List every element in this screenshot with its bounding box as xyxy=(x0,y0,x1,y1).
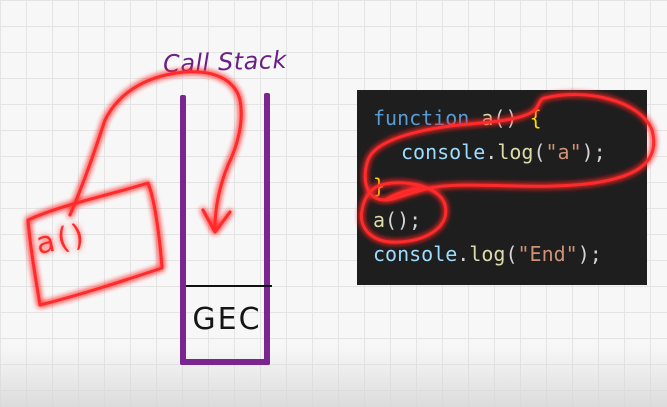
code-dot-2: . xyxy=(457,242,470,266)
code-open-paren-2: ( xyxy=(505,242,518,266)
code-line-3: } xyxy=(373,174,385,198)
push-arrow-head-icon xyxy=(201,208,232,234)
code-call-a: a xyxy=(373,208,386,232)
code-function-name: a xyxy=(481,106,494,130)
code-keyword-function: function xyxy=(373,106,470,130)
code-open-brace: { xyxy=(529,106,542,130)
code-panel: function a() { console.log("a"); } a(); … xyxy=(357,90,647,285)
code-line-2: console.log("a"); xyxy=(401,140,606,164)
code-string-end: "End" xyxy=(517,242,578,266)
code-log-2: log xyxy=(469,242,506,266)
bottom-shadow xyxy=(0,347,667,407)
call-stack-right-wall xyxy=(264,93,270,365)
code-parens: () xyxy=(493,106,518,130)
code-close-paren: ); xyxy=(581,140,606,164)
call-stack-base xyxy=(180,359,270,365)
code-line-4: a(); xyxy=(373,208,421,232)
gec-frame-divider xyxy=(186,285,272,287)
code-close-paren-2: ); xyxy=(577,242,602,266)
code-log: log xyxy=(497,140,534,164)
gec-frame-label: GEC xyxy=(192,302,262,337)
code-string-a: "a" xyxy=(545,140,582,164)
code-dot: . xyxy=(485,140,498,164)
call-stack-title: Call Stack xyxy=(162,45,288,79)
code-open-paren: ( xyxy=(533,140,546,164)
code-console-2: console xyxy=(373,242,458,266)
code-close-brace: } xyxy=(373,174,386,198)
pushed-frame-label: a() xyxy=(32,217,90,262)
call-stack-left-wall xyxy=(180,95,186,365)
code-line-1: function a() { xyxy=(373,106,542,130)
code-call-parens: (); xyxy=(385,208,422,232)
push-arrow-icon xyxy=(68,70,243,230)
code-console: console xyxy=(401,140,486,164)
code-line-5: console.log("End"); xyxy=(373,242,602,266)
